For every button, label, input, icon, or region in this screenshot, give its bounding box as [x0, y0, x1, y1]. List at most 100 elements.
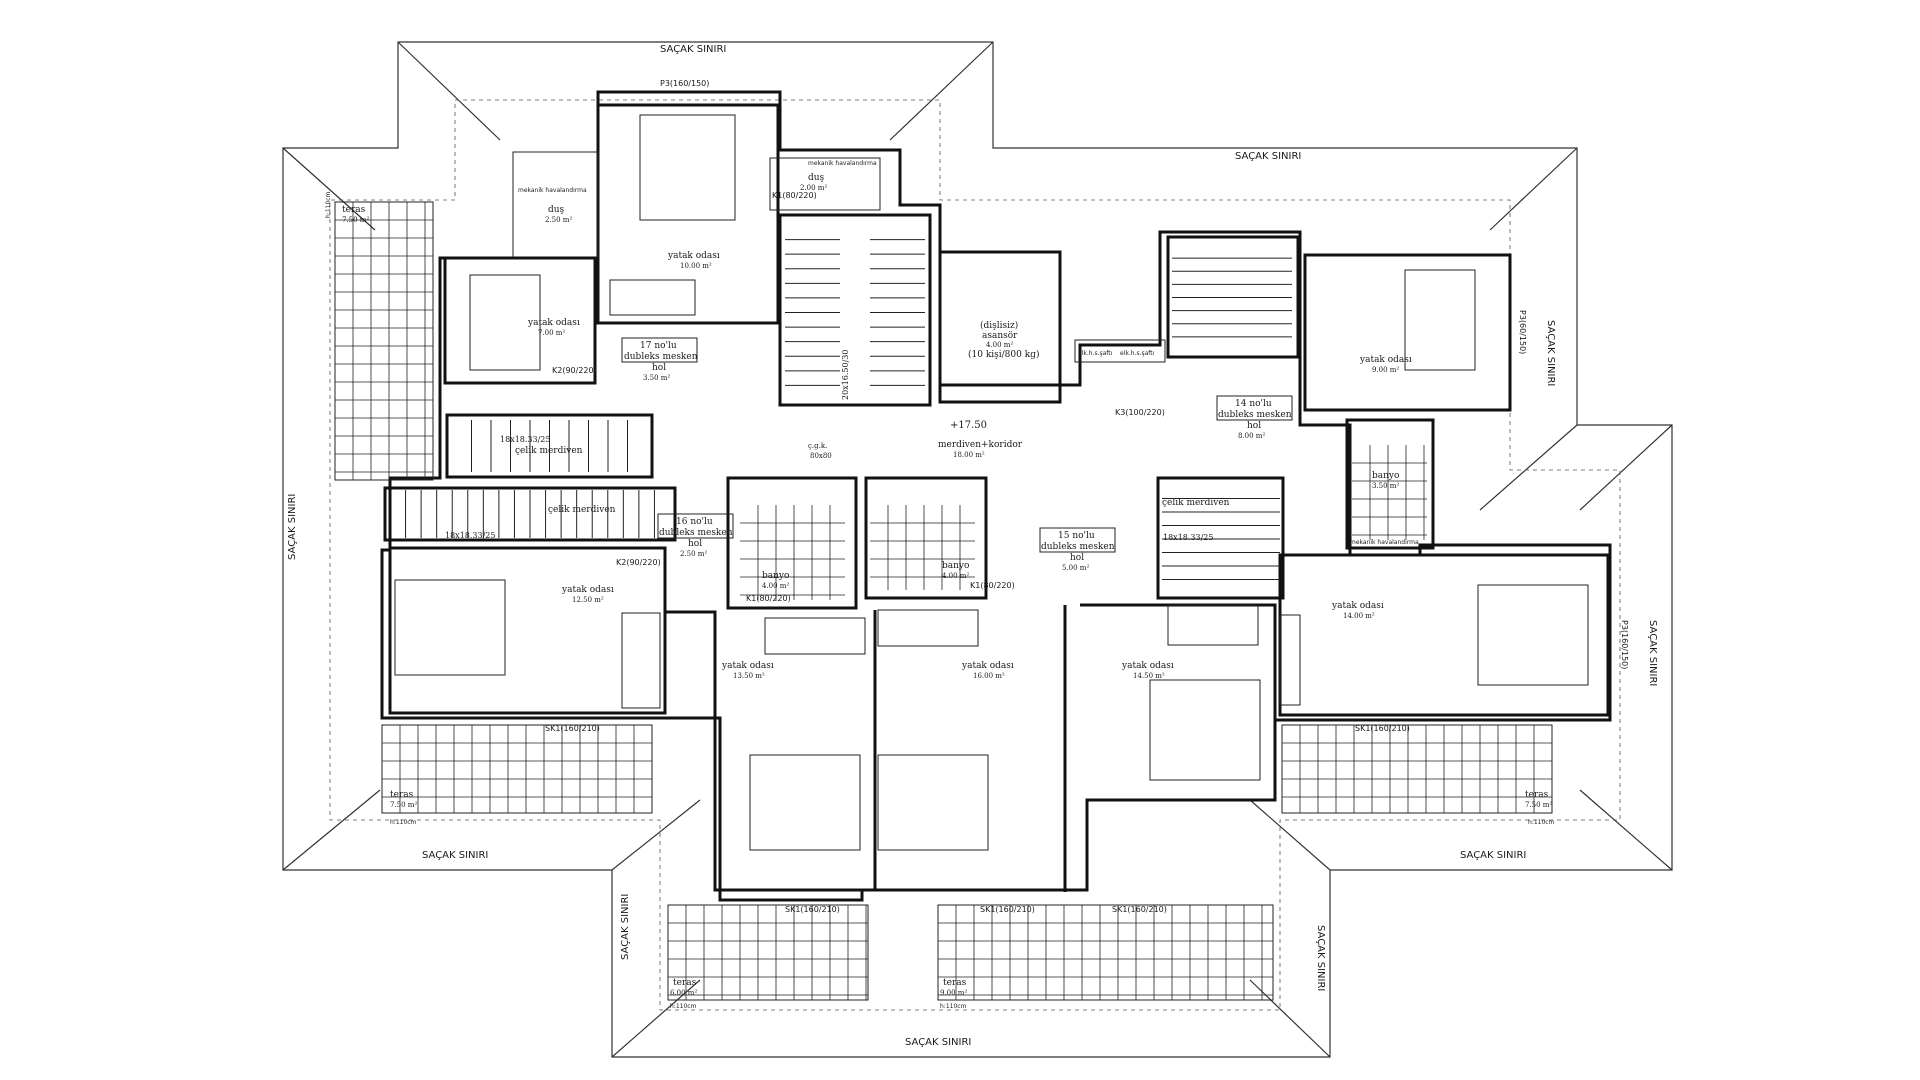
room-teras-br-name: teras: [943, 978, 967, 988]
room-banyo-3-5-area: 3.50 m²: [1372, 482, 1399, 490]
elevator-labels: (dişlisiz) asansör 4.00 m² (10 kişi/800 …: [808, 320, 1039, 460]
door-k2-left: K2(90/220): [552, 366, 597, 375]
mekanik-label-top: mekanik havalandırma: [808, 160, 877, 167]
room-yatak-9-name: yatak odası: [1359, 355, 1412, 365]
room-yatak-12-5-name: yatak odası: [561, 585, 614, 595]
unit14-hall: hol: [1247, 421, 1261, 431]
elevator-line4: (10 kişi/800 kg): [968, 349, 1039, 360]
unit14-area: 8.00 m²: [1238, 432, 1265, 440]
elk-label-1: elk.h.s.şaftı: [1078, 350, 1113, 357]
room-teras-tl-area: 7.50 m²: [342, 216, 369, 224]
elk-label-2: elk.h.s.şaftı: [1120, 350, 1155, 357]
door-k2-mid: K2(90/220): [616, 558, 661, 567]
room-yatak-14-name: yatak odası: [1331, 601, 1384, 611]
door-k3-mid: K3(100/220): [1115, 408, 1165, 417]
room-dus-2-5-name: duş: [548, 205, 565, 215]
door-p3-top: P3(160/150): [660, 79, 709, 88]
height-label-br: h:110cm: [940, 1003, 967, 1010]
unit17-sub: dubleks mesken: [624, 352, 698, 362]
height-label-bl: h:110cm: [670, 1003, 697, 1010]
room-teras-mr-area: 7.50 m²: [1525, 801, 1552, 809]
door-p3-right-upper: P3(60/150): [1518, 310, 1527, 354]
unit16-name: 16 no'lu: [676, 517, 713, 527]
stair-treads: [405, 239, 1292, 580]
unit16-sub: dubleks mesken: [659, 528, 733, 538]
room-yatak-12-5-area: 12.50 m²: [572, 596, 604, 604]
room-corridor-name: merdiven+koridor: [938, 440, 1023, 450]
unit15-sub: dubleks mesken: [1041, 542, 1115, 552]
room-yatak-14-area: 14.00 m²: [1343, 612, 1375, 620]
door-sk1-left: SK1(160/210): [545, 724, 600, 733]
room-teras-ml-name: teras: [390, 790, 414, 800]
shaft-line2: 80x80: [810, 452, 832, 460]
room-yatak-10-area: 10.00 m²: [680, 262, 712, 270]
roof-label-bottom-right: SAÇAK SINIRI: [1460, 850, 1526, 861]
door-p3-right-lower: P3(160/150): [1620, 620, 1629, 669]
door-sk1-bm: SK1(160/210): [980, 905, 1035, 914]
room-dus-2-5-area: 2.50 m²: [545, 216, 572, 224]
roof-label-left: SAÇAK SINIRI: [287, 494, 298, 560]
unit17-area: 3.50 m²: [643, 374, 670, 382]
stair-celik-right: çelik merdiven: [1162, 498, 1230, 508]
room-yatak-10-name: yatak odası: [667, 251, 720, 261]
stair-spec-1: 18x18.33/25: [500, 435, 550, 444]
room-teras-ml-area: 7.50 m²: [390, 801, 417, 809]
unit17-hall: hol: [652, 363, 666, 373]
roof-label-right-lower: SAÇAK SINIRI: [1647, 620, 1658, 686]
door-k1-mid: K1(80/220): [746, 594, 791, 603]
elevator-line1: (dişlisiz): [980, 320, 1018, 331]
room-yatak-13-5-area: 13.50 m²: [733, 672, 765, 680]
room-corridor-area: 18.00 m²: [953, 451, 985, 459]
door-sk1-right: SK1(160/210): [1355, 724, 1410, 733]
roof-label-bottom-left: SAÇAK SINIRI: [422, 850, 488, 861]
room-banyo-4a-name: banyo: [762, 571, 789, 581]
unit16-hall: hol: [688, 539, 702, 549]
room-dus-2-name: duş: [808, 173, 825, 183]
roof-label-top: SAÇAK SINIRI: [660, 44, 726, 55]
room-banyo-4b-name: banyo: [942, 561, 969, 571]
room-yatak-13-5-name: yatak odası: [721, 661, 774, 671]
stair-celik-left-lower: çelik merdiven: [548, 505, 616, 515]
mekanik-label-right: mekanik havalandırma: [1350, 539, 1419, 546]
unit15-hall: hol: [1070, 553, 1084, 563]
elevator-line2: asansör: [982, 331, 1018, 341]
unit15-area: 5.00 m²: [1062, 564, 1089, 572]
unit14-sub: dubleks mesken: [1218, 410, 1292, 420]
room-teras-bl-area: 6.00 m²: [670, 989, 697, 997]
stair-labels: çelik merdiven çelik merdiven çelik merd…: [445, 350, 1230, 542]
terrace-tiles: [334, 201, 1553, 1001]
stair-spec-3: 18x18.33/25: [1163, 533, 1213, 542]
level-marker: +17.50: [950, 420, 987, 431]
room-yatak-14-5-area: 14.50 m²: [1133, 672, 1165, 680]
door-k1-mid2: K1(80/220): [970, 581, 1015, 590]
misc-labels: mekanik havalandırma mekanik havalandırm…: [325, 160, 1555, 1010]
door-sk1-br: SK1(160/210): [1112, 905, 1167, 914]
room-yatak-9-area: 9.00 m²: [1372, 366, 1399, 374]
furniture: [394, 114, 1589, 851]
height-label-ml: h:110cm: [390, 819, 417, 826]
room-banyo-4b-area: 4.00 m²: [942, 572, 969, 580]
door-sk1-bl: SK1(160/210): [785, 905, 840, 914]
room-banyo-3-5-name: banyo: [1372, 471, 1399, 481]
unit15-name: 15 no'lu: [1058, 531, 1095, 541]
height-label-mr: h:110cm: [1528, 819, 1555, 826]
roof-outline: [282, 41, 1673, 1058]
roof-labels: SAÇAK SINIRI SAÇAK SINIRI SAÇAK SINIRI S…: [287, 44, 1658, 1048]
shaft-line1: ç.g.k.: [808, 442, 827, 450]
door-k1-top: K1(80/220): [772, 191, 817, 200]
room-banyo-4a-area: 4.00 m²: [762, 582, 789, 590]
unit16-area: 2.50 m²: [680, 550, 707, 558]
roof-label-top-right: SAÇAK SINIRI: [1235, 151, 1301, 162]
stair-spec-4: 20x16.50/30: [841, 350, 850, 400]
stair-celik-left-upper: çelik merdiven: [515, 446, 583, 456]
room-teras-mr-name: teras: [1525, 790, 1549, 800]
roof-label-bottom: SAÇAK SINIRI: [905, 1037, 971, 1048]
room-yatak-14-5-name: yatak odası: [1121, 661, 1174, 671]
roof-label-bottom-right-vertical: SAÇAK SINIRI: [1315, 925, 1326, 991]
room-yatak-7-area: 7.00 m²: [538, 329, 565, 337]
unit-labels: 17 no'lu dubleks mesken hol 3.50 m² 16 n…: [621, 337, 1293, 572]
roof-label-bottom-left-vertical: SAÇAK SINIRI: [620, 894, 631, 960]
room-teras-bl-name: teras: [673, 978, 697, 988]
room-dus-2-area: 2.00 m²: [800, 184, 827, 192]
roof-label-right-upper: SAÇAK SINIRI: [1545, 320, 1556, 386]
